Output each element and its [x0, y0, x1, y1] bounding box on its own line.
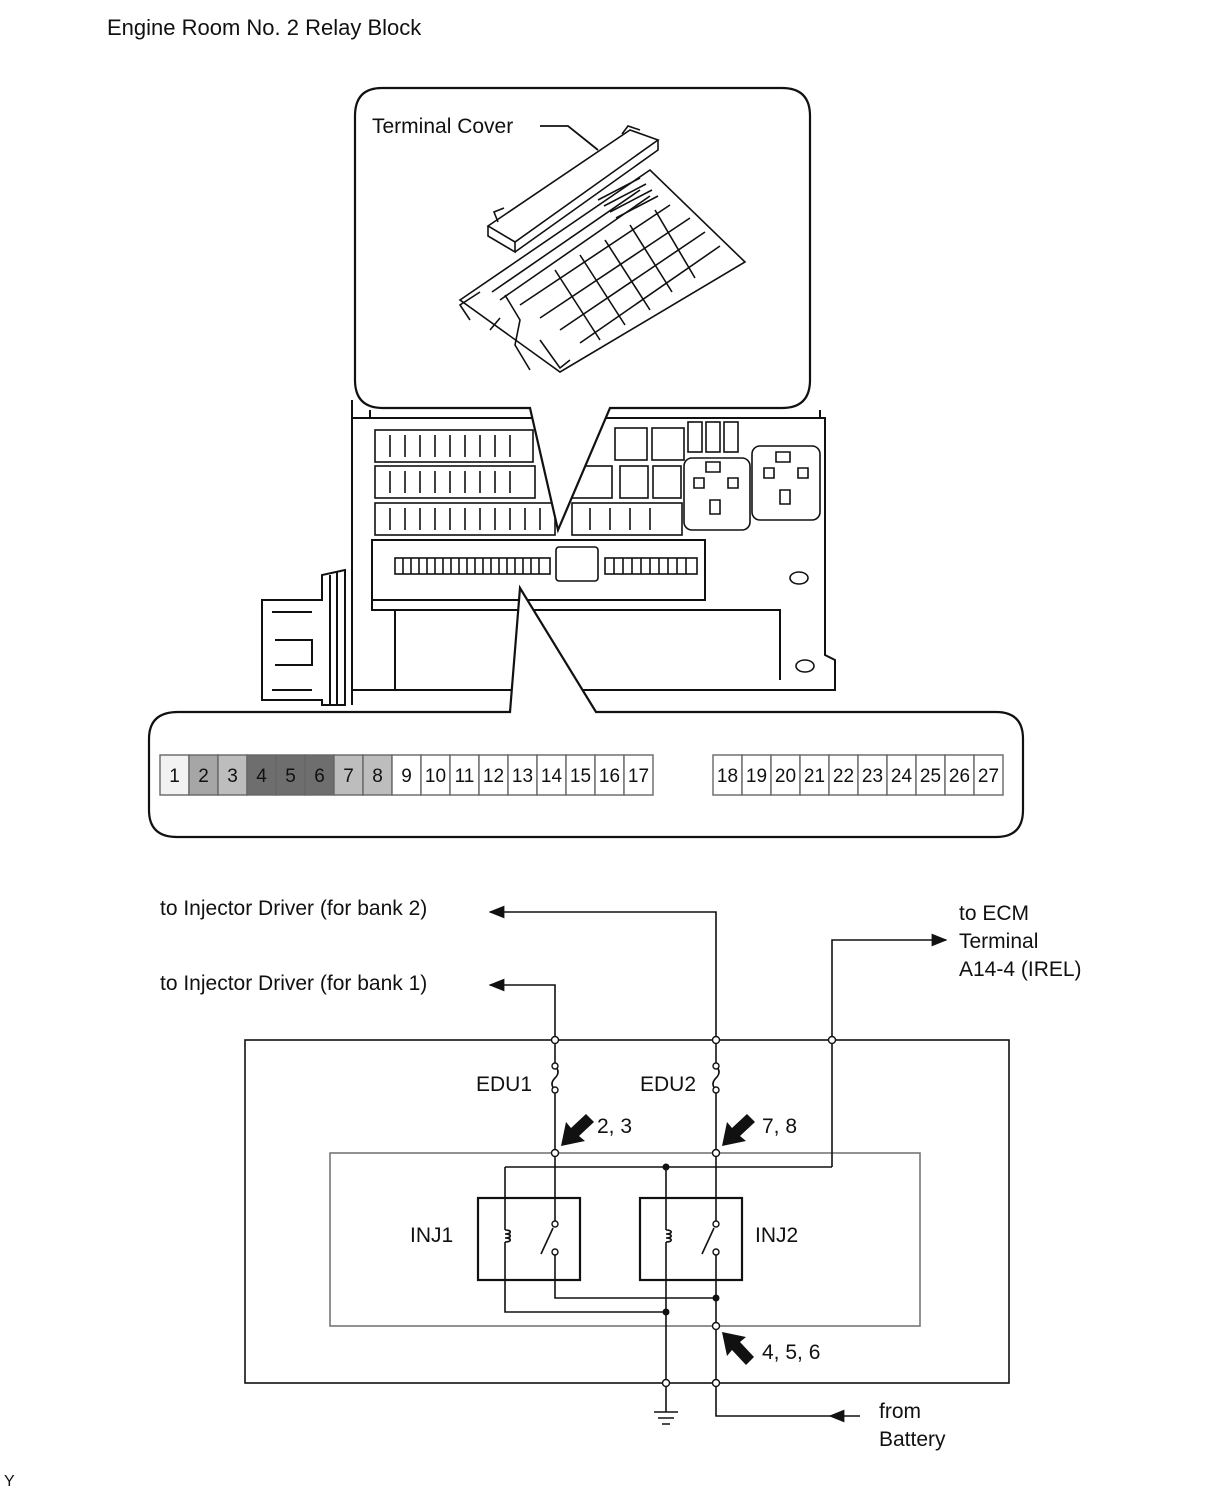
connector-pin-cell [159, 754, 190, 796]
connector-pin-label: 12 [483, 766, 504, 787]
connector-pin-label: 9 [401, 766, 412, 787]
label-pins-78: 7, 8 [762, 1115, 797, 1138]
label-fuse-edu1: EDU1 [476, 1073, 532, 1096]
connector-pin-label: 17 [628, 766, 649, 787]
connector-pin-cell [828, 754, 859, 796]
relay-block-outline [244, 1039, 1010, 1384]
terminal-pointer-arrows [561, 1114, 755, 1365]
connector-pin-label: 18 [717, 766, 738, 787]
corner-mark: Y [4, 1473, 15, 1490]
relay-block-illustration [261, 400, 836, 706]
connector-pin-cell [741, 754, 772, 796]
label-pins-23: 2, 3 [597, 1115, 632, 1138]
connector-pin-label: 20 [775, 766, 796, 787]
label-to-ecm-1: to ECM [959, 902, 1029, 925]
label-fuse-edu2: EDU2 [640, 1073, 696, 1096]
fuse-grid [374, 421, 821, 673]
connector-pin-cell [362, 754, 393, 796]
connector-pin-label: 7 [343, 766, 354, 787]
connector-pin-cell [886, 754, 917, 796]
terminal-cover-callout: Terminal Cover [353, 86, 812, 534]
connector-pin-cell [507, 754, 538, 796]
connector-pin-cell [449, 754, 480, 796]
connector-pin-cell [623, 754, 654, 796]
connector-pin-cell [391, 754, 422, 796]
connector-pin-label: 4 [256, 766, 267, 787]
connector-pin-cell [799, 754, 830, 796]
connector-pin-label: 8 [372, 766, 383, 787]
connector-pin-cell [944, 754, 975, 796]
connector-pin-label: 23 [862, 766, 883, 787]
connector-pin-label: 15 [570, 766, 591, 787]
connector-pin-cell [420, 754, 451, 796]
inj2-relay-box [638, 1196, 744, 1282]
label-to-ecm-2: Terminal [959, 930, 1038, 953]
connector-pin-cell [973, 754, 1004, 796]
label-from-battery-2: Battery [879, 1428, 946, 1451]
connector-pin-label: 16 [599, 766, 620, 787]
connector-pin-label: 19 [746, 766, 767, 787]
terminal-cover-drawing [458, 125, 747, 373]
connector-pin-label: 22 [833, 766, 854, 787]
pointer-arrow-78 [722, 1114, 755, 1146]
label-to-ecm-3: A14-4 (IREL) [959, 958, 1082, 981]
connector-pin-cell [915, 754, 946, 796]
connector-pin-cell [857, 754, 888, 796]
connector-pin-label: 10 [425, 766, 446, 787]
label-to-bank1: to Injector Driver (for bank 1) [160, 972, 427, 995]
connector-pin-label: 5 [285, 766, 296, 787]
connector-pin-label: 1 [169, 766, 180, 787]
connector-pin-cell [217, 754, 248, 796]
connector-pin-cell [333, 754, 364, 796]
connector-pin-label: 21 [804, 766, 825, 787]
inj1-relay-box [476, 1196, 582, 1282]
label-to-bank2: to Injector Driver (for bank 2) [160, 897, 427, 920]
connector-pin-label: 27 [978, 766, 999, 787]
connector-pin-label: 2 [198, 766, 209, 787]
connector-right-pins: 18 19 20 21 22 23 24 25 26 27 [712, 754, 1004, 796]
connector-pin-cell [246, 754, 277, 796]
connector-pin-label: 3 [227, 766, 238, 787]
pointer-arrow-23 [561, 1114, 594, 1146]
connector-pin-cell [536, 754, 567, 796]
page-title: Engine Room No. 2 Relay Block [107, 15, 422, 40]
connector-callout [147, 584, 1025, 839]
circuit-schematic [244, 905, 1010, 1425]
connector-pin-cell [565, 754, 596, 796]
connector-pin-label: 11 [455, 766, 475, 787]
label-relay-inj2: INJ2 [755, 1224, 798, 1247]
connector-pin-cell [304, 754, 335, 796]
connector-pin-label: 26 [949, 766, 970, 787]
connector-pin-label: 14 [541, 766, 563, 787]
terminal-cover-label: Terminal Cover [372, 115, 513, 138]
integration-relay-outline [329, 1152, 921, 1327]
connector-pin-label: 6 [314, 766, 325, 787]
connector-pin-label: 25 [920, 766, 941, 787]
label-pins-456: 4, 5, 6 [762, 1341, 820, 1364]
connector-pin-cell [188, 754, 219, 796]
label-from-battery-1: from [879, 1400, 921, 1423]
connector-pin-label: 13 [512, 766, 533, 787]
label-relay-inj1: INJ1 [410, 1224, 453, 1247]
connector-pin-label: 24 [891, 766, 913, 787]
pointer-arrow-456 [722, 1332, 754, 1365]
